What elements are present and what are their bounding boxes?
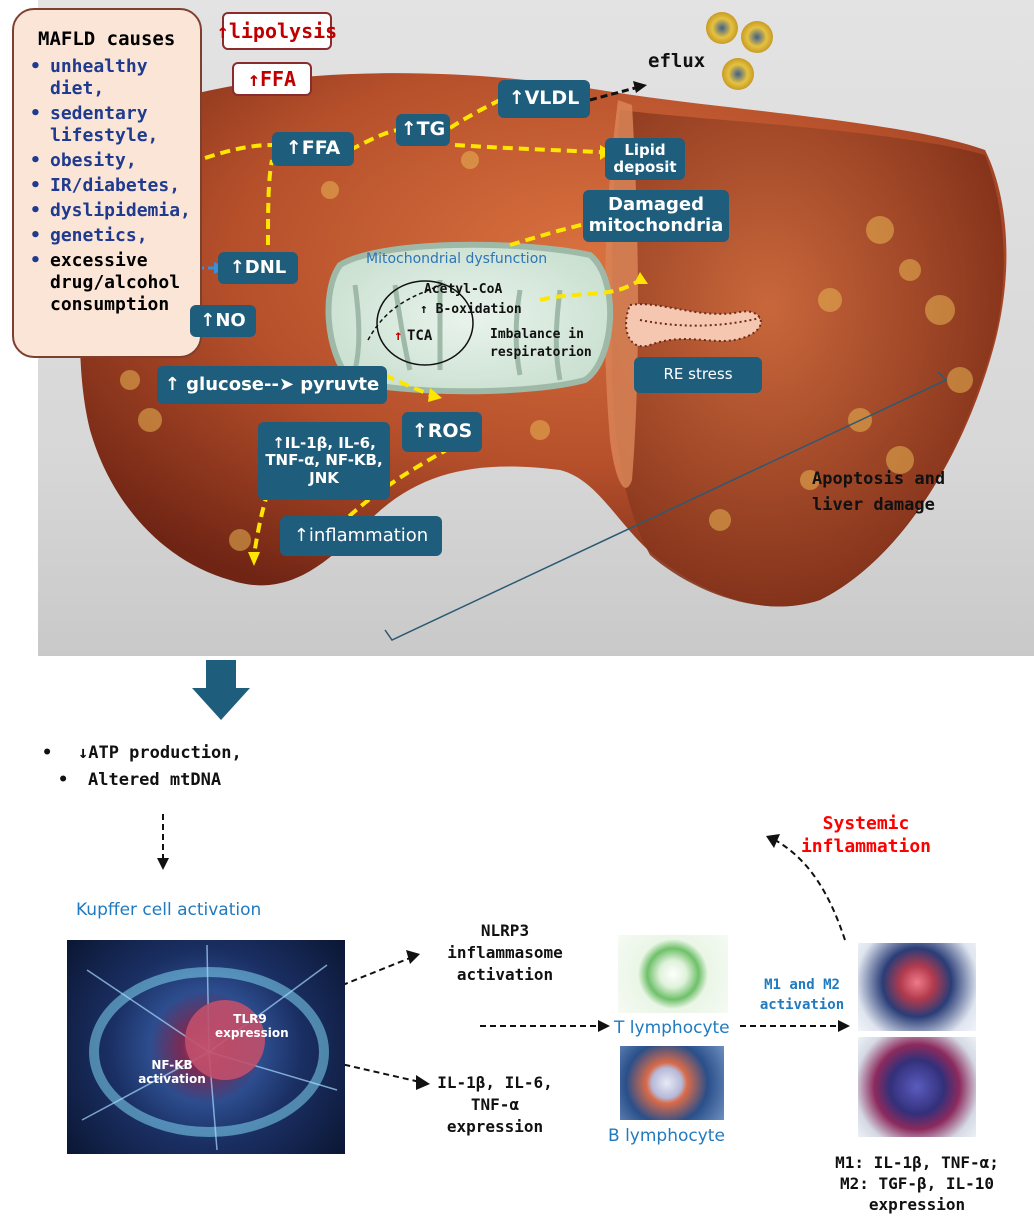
bullet-dot: • bbox=[42, 743, 52, 763]
causes-title: MAFLD causes bbox=[38, 28, 192, 50]
m2-macrophage-image bbox=[858, 1037, 976, 1137]
re-stress-box: RE stress bbox=[634, 357, 762, 393]
acetyl-coa-label: Acetyl-CoA bbox=[424, 282, 502, 297]
damaged-mitochondria-box: Damaged mitochondria bbox=[583, 190, 729, 242]
nfkb-label: NF-KB activation bbox=[137, 1058, 207, 1086]
bullet-dot: • bbox=[58, 770, 68, 790]
inflammation-box: ↑inflammation bbox=[280, 516, 442, 556]
m1-macrophage-image bbox=[858, 943, 976, 1031]
mito-dysfunction-label: Mitochondrial dysfunction bbox=[366, 251, 547, 267]
efflux-label: eflux bbox=[648, 50, 705, 72]
causes-list: unhealthy diet, sedentary lifestyle, obe… bbox=[28, 56, 192, 316]
il-expression-label: IL-1β, IL-6, TNF-α expression bbox=[420, 1072, 570, 1138]
mafld-causes-box: MAFLD causes unhealthy diet, sedentary l… bbox=[12, 8, 202, 358]
ros-box: ↑ROS bbox=[402, 412, 482, 452]
imbalance-label: Imbalance in respiratorion bbox=[490, 326, 602, 362]
tca-arrow: ↑ bbox=[394, 328, 402, 344]
atp-label: ↓ATP production, bbox=[78, 743, 242, 763]
cause-item: genetics, bbox=[28, 225, 192, 247]
tca-label: TCA bbox=[407, 328, 432, 344]
lipid-deposit-box: Lipid deposit bbox=[605, 138, 685, 180]
b-lymphocyte-label: B lymphocyte bbox=[608, 1126, 725, 1146]
kupffer-cell-image: TLR9 expression NF-KB activation bbox=[67, 940, 345, 1154]
cause-item: obesity, bbox=[28, 150, 192, 172]
cause-item: sedentary lifestyle, bbox=[28, 103, 192, 147]
lipolysis-box: ↑lipolysis bbox=[222, 12, 332, 50]
tlr9-label: TLR9 expression bbox=[215, 1012, 285, 1040]
m1-cytokines-label: M1: IL-1β, TNF-α; bbox=[800, 1152, 1034, 1173]
vldl-particles bbox=[706, 12, 773, 90]
mtdna-label: Altered mtDNA bbox=[88, 770, 221, 790]
expression-label: expression bbox=[800, 1194, 1034, 1215]
apoptosis-label: Apoptosis and liver damage bbox=[812, 466, 972, 518]
glucose-pyruvate-box: ↑ glucose--➤ pyruvte bbox=[157, 366, 387, 404]
cause-item: dyslipidemia, bbox=[28, 200, 192, 222]
cause-item: excessive drug/alcohol consumption bbox=[28, 250, 192, 316]
vldl-box: ↑VLDL bbox=[498, 80, 590, 118]
systemic-inflammation-label: Systemic inflammation bbox=[786, 812, 946, 858]
t-lymphocyte-label: T lymphocyte bbox=[614, 1018, 730, 1038]
no-box: ↑NO bbox=[190, 305, 256, 337]
m1m2-activation-label: M1 and M2 activation bbox=[750, 975, 854, 1015]
down-arrow-icon bbox=[192, 660, 252, 722]
nlrp3-label: NLRP3 inflammasome activation bbox=[430, 920, 580, 986]
ffa-box: ↑FFA bbox=[272, 132, 354, 166]
dnl-box: ↑DNL bbox=[218, 252, 298, 284]
b-lymphocyte-image bbox=[620, 1046, 724, 1120]
t-lymphocyte-image bbox=[618, 935, 728, 1013]
cause-item: unhealthy diet, bbox=[28, 56, 192, 100]
cause-item: IR/diabetes, bbox=[28, 175, 192, 197]
ffa-red-box: ↑FFA bbox=[232, 62, 312, 96]
tg-box: ↑TG bbox=[396, 114, 450, 146]
m2-cytokines-label: M2: TGF-β, IL-10 bbox=[800, 1173, 1034, 1194]
cytokines-box: ↑IL-1β, IL-6, TNF-α, NF-KB, JNK bbox=[258, 422, 390, 500]
b-oxidation-label: ↑ B-oxidation bbox=[420, 302, 522, 317]
kupffer-label: Kupffer cell activation bbox=[76, 900, 261, 920]
